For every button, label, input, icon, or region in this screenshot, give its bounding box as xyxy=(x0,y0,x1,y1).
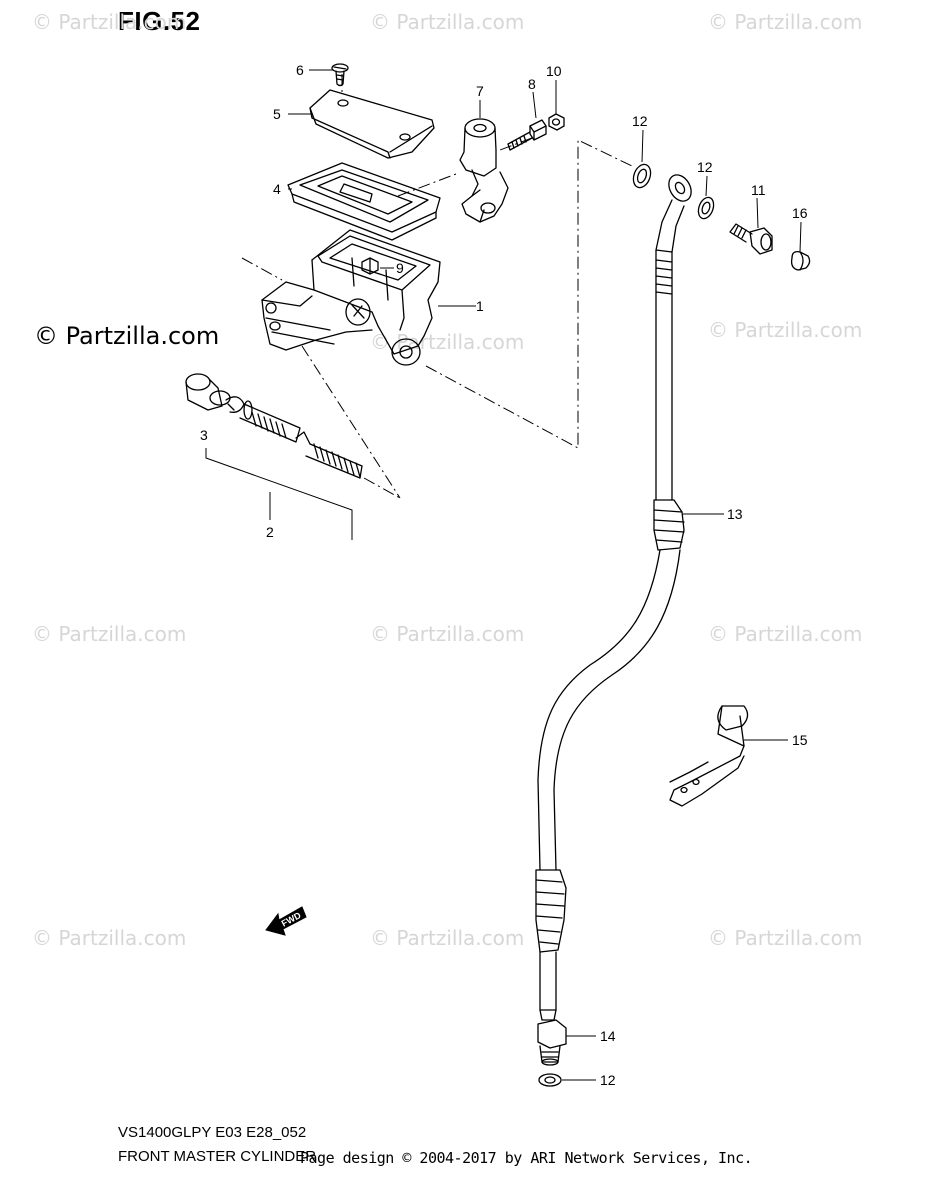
sealing-washer xyxy=(632,163,652,189)
bleeder-fitting xyxy=(361,257,379,275)
hose-clamp-bracket xyxy=(669,705,749,807)
callout-7: 7 xyxy=(476,83,484,99)
callout-3: 3 xyxy=(200,427,208,443)
watermark: © Partzilla.com xyxy=(708,622,863,646)
watermark: © Partzilla.com xyxy=(32,622,187,646)
watermark: © Partzilla.com xyxy=(370,622,525,646)
watermark: © Partzilla.com xyxy=(370,330,525,354)
watermark: © Partzilla.com xyxy=(370,10,525,34)
callout-4: 4 xyxy=(273,181,281,197)
watermark: © Partzilla.com xyxy=(708,318,863,342)
page-credit: Page design © 2004-2017 by ARI Network S… xyxy=(300,1149,753,1167)
callout-14: 14 xyxy=(600,1028,616,1044)
master-cylinder-body xyxy=(261,229,441,366)
hose-fitting xyxy=(537,1019,567,1066)
callout-12: 12 xyxy=(632,113,648,129)
clamp-nut xyxy=(548,113,565,131)
watermark: © Partzilla.com xyxy=(370,926,525,950)
diaphragm-plate xyxy=(287,162,441,241)
bolt-cap xyxy=(790,250,811,271)
watermark: © Partzilla.com xyxy=(708,10,863,34)
assembly-guide-lines xyxy=(241,74,633,499)
callout-2: 2 xyxy=(266,524,274,540)
sealing-washer xyxy=(697,196,715,220)
sealing-washer xyxy=(538,1073,562,1087)
union-bolt xyxy=(729,223,773,255)
handlebar-clamp xyxy=(459,118,509,223)
watermark: © Partzilla.com xyxy=(708,926,863,950)
callout-10: 10 xyxy=(546,63,562,79)
callout-15: 15 xyxy=(792,732,808,748)
callout-leaders xyxy=(205,69,802,1081)
callout-16: 16 xyxy=(792,205,808,221)
watermark: © Partzilla.com xyxy=(32,926,187,950)
callout-12: 12 xyxy=(600,1072,616,1088)
callout-5: 5 xyxy=(273,106,281,122)
figure-name: FRONT MASTER CYLINDER xyxy=(118,1148,317,1165)
reservoir-cap xyxy=(309,89,435,159)
callout-8: 8 xyxy=(528,76,536,92)
model-code: VS1400GLPY E03 E28_052 xyxy=(118,1124,307,1141)
callout-12: 12 xyxy=(697,159,713,175)
reservoir-cap-screw xyxy=(331,63,349,87)
clamp-bolt xyxy=(507,119,547,151)
callout-1: 1 xyxy=(476,298,484,314)
brake-hose xyxy=(535,174,692,1021)
partzilla-watermark: © Partzilla.com xyxy=(34,322,220,350)
fwd-arrow-icon: FWD xyxy=(265,906,307,936)
callout-6: 6 xyxy=(296,62,304,78)
figure-title: FIG.52 xyxy=(118,6,201,36)
callout-9: 9 xyxy=(396,260,404,276)
callout-labels: 1 2 3 4 5 6 7 8 9 10 11 12 12 12 13 14 1… xyxy=(200,62,808,1088)
callout-13: 13 xyxy=(727,506,743,522)
callout-11: 11 xyxy=(751,182,766,198)
watermark: © Partzilla.com xyxy=(32,10,187,34)
piston-spring-kit xyxy=(185,373,363,479)
